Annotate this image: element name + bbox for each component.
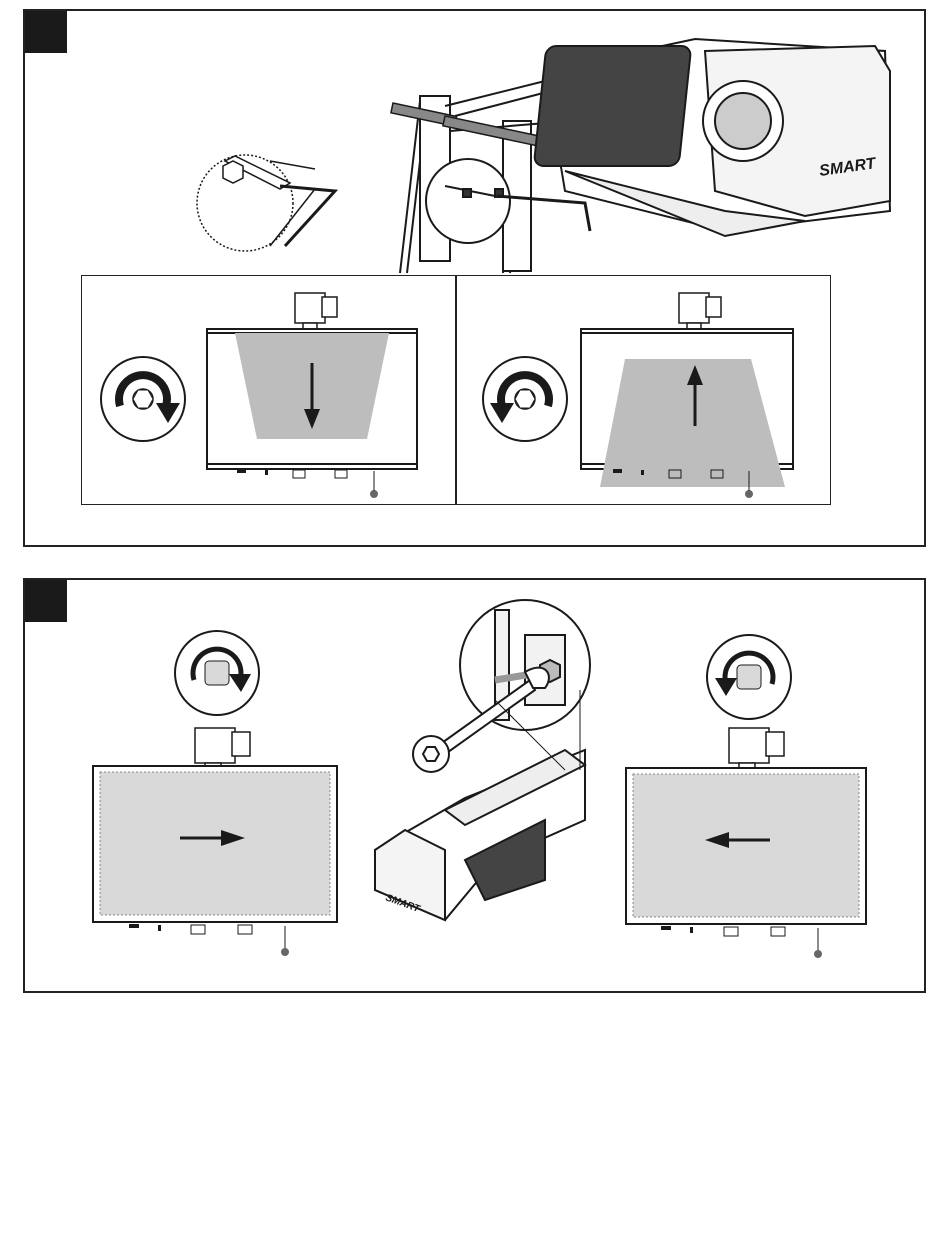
- step-2-illustration: SMART: [25, 580, 928, 995]
- wrench-detail-callout: [460, 600, 590, 730]
- rotate-clockwise-icon: [175, 631, 259, 715]
- step-2-panel: SMART: [23, 578, 926, 993]
- projector-head: [195, 728, 250, 771]
- projector-head: [729, 728, 784, 771]
- rotate-clockwise-icon: [101, 357, 185, 441]
- projector-head: [679, 293, 721, 329]
- rotate-counterclockwise-icon: [707, 635, 791, 719]
- pen-tray-ports: [129, 924, 289, 956]
- projected-image-shift-left: [633, 774, 859, 917]
- step-1-views: [25, 11, 928, 549]
- projected-image-shift-right: [100, 772, 330, 915]
- pen-tray-ports: [237, 469, 378, 498]
- pen-tray-ports: [661, 926, 822, 958]
- step-1-panel: SMART: [23, 9, 926, 547]
- rotate-counterclockwise-icon: [483, 357, 567, 441]
- projector-body: [375, 750, 585, 920]
- projector-head: [295, 293, 337, 329]
